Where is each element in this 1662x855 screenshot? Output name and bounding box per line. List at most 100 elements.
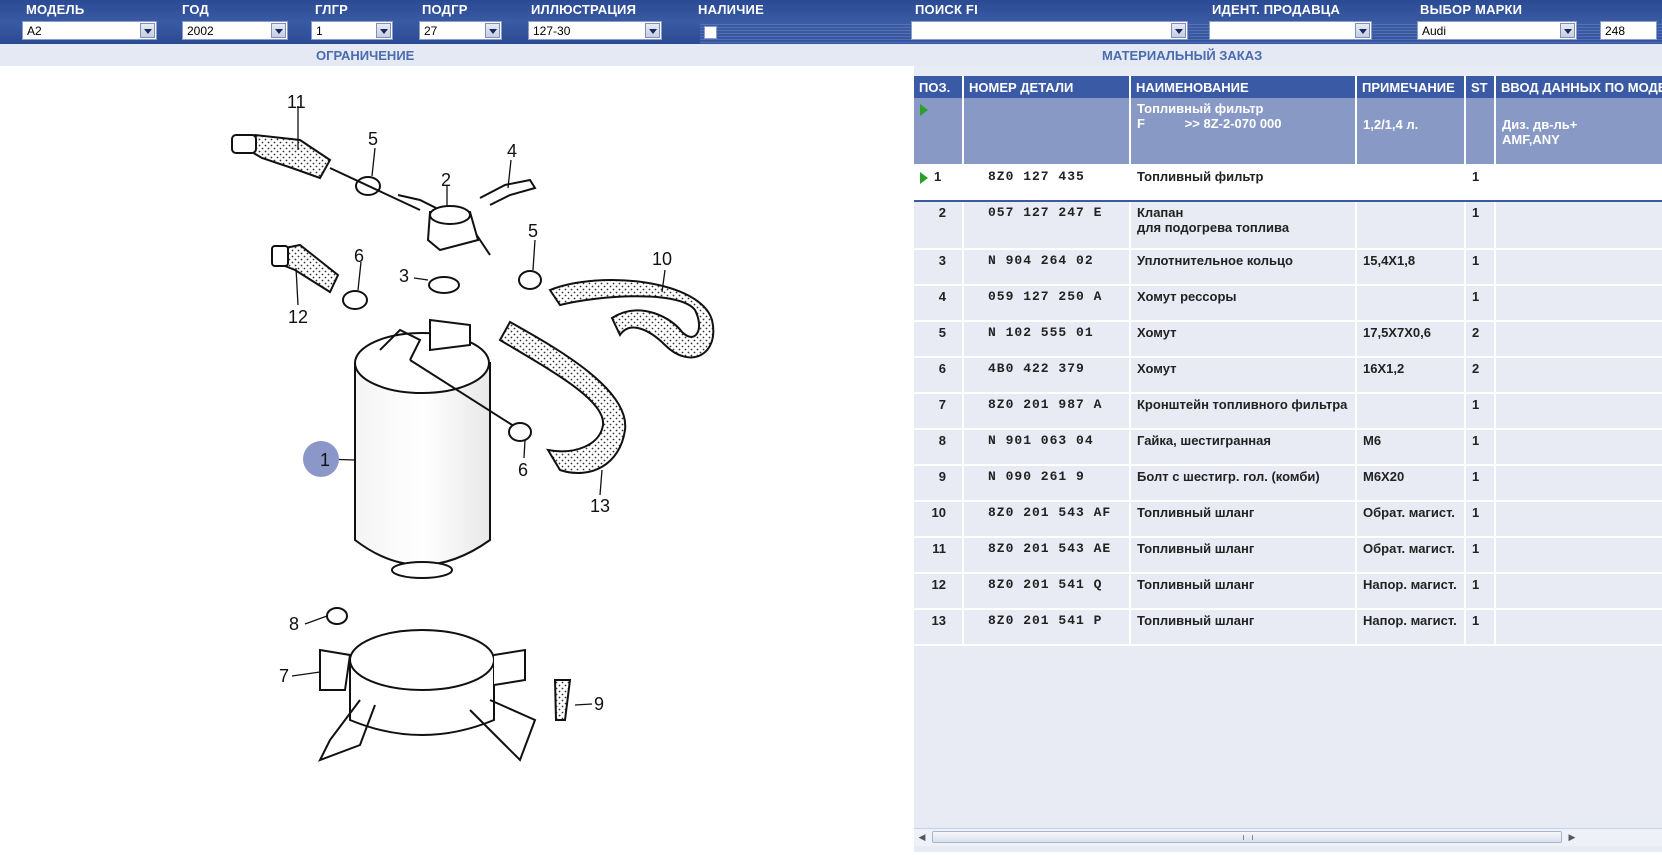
cell-note: M6X20 bbox=[1356, 465, 1466, 502]
chevron-down-icon[interactable] bbox=[1560, 23, 1575, 38]
cell-name-text: Уплотнительное кольцо bbox=[1137, 253, 1293, 268]
cell-name: Топливный шланг bbox=[1130, 609, 1357, 646]
cell-pos: 10 bbox=[914, 501, 964, 538]
cell-pos-text: 2 bbox=[938, 205, 946, 220]
col-note[interactable]: ПРИМЕЧАНИЕ bbox=[1356, 76, 1466, 98]
brand-value: Audi bbox=[1422, 24, 1447, 38]
callout-7[interactable]: 7 bbox=[279, 666, 289, 686]
chevron-down-icon[interactable] bbox=[140, 23, 155, 38]
cell-note-text: M6 bbox=[1363, 433, 1382, 448]
availability-checkbox[interactable] bbox=[704, 26, 717, 39]
cell-name: Болт с шестигр. гол. (комби) bbox=[1130, 465, 1357, 502]
cell-st: 1 bbox=[1465, 465, 1496, 502]
cell-pos-text: 9 bbox=[938, 469, 946, 484]
play-icon[interactable] bbox=[920, 103, 928, 116]
restriction-title[interactable]: ОГРАНИЧЕНИЕ bbox=[316, 48, 415, 63]
scrollbar-thumb[interactable] bbox=[932, 831, 1562, 843]
cell-part-number-text: 8Z0 201 541 Q bbox=[988, 577, 1103, 592]
cell-st-text: 1 bbox=[1472, 433, 1480, 448]
chevron-down-icon[interactable] bbox=[376, 23, 391, 38]
cell-model-data bbox=[1495, 465, 1662, 502]
chevron-down-icon[interactable] bbox=[1355, 23, 1370, 38]
callout-11[interactable]: 11 bbox=[287, 92, 306, 112]
col-name[interactable]: НАИМЕНОВАНИЕ bbox=[1130, 76, 1357, 98]
col-pos[interactable]: ПОЗ. bbox=[914, 76, 964, 98]
brand-select[interactable]: Audi bbox=[1417, 21, 1577, 40]
sub-group-select[interactable]: 27 bbox=[419, 21, 502, 40]
cell-part-number: 057 127 247 E bbox=[963, 201, 1131, 250]
col-part-number[interactable]: НОМЕР ДЕТАЛИ bbox=[963, 76, 1131, 98]
callout-6b[interactable]: 6 bbox=[518, 460, 528, 480]
cell-part-number: 8Z0 201 987 A bbox=[963, 393, 1131, 430]
chevron-down-icon[interactable] bbox=[485, 23, 500, 38]
cell-st: 2 bbox=[1465, 357, 1496, 394]
cell-pos: 6 bbox=[914, 357, 964, 394]
callout-6a[interactable]: 6 bbox=[354, 246, 364, 266]
play-icon[interactable] bbox=[920, 171, 928, 184]
cell-name: Хомут bbox=[1130, 357, 1357, 394]
col-st[interactable]: ST bbox=[1465, 76, 1496, 98]
scroll-right-icon[interactable]: ▶ bbox=[1568, 832, 1576, 842]
cell-note-text: 16X1,2 bbox=[1363, 361, 1405, 376]
cell-pos-text: 4 bbox=[938, 289, 946, 304]
main-group-select[interactable]: 1 bbox=[311, 21, 393, 40]
callout-1[interactable]: 1 bbox=[320, 450, 330, 470]
callout-highlight[interactable] bbox=[303, 441, 339, 477]
brand-code-field[interactable]: 248 bbox=[1600, 21, 1657, 40]
callout-9[interactable]: 9 bbox=[594, 694, 604, 714]
callout-4[interactable]: 4 bbox=[507, 141, 517, 161]
seller-id-select[interactable] bbox=[1209, 21, 1372, 40]
cell-note-text: Обрат. магист. bbox=[1363, 541, 1455, 556]
callout-10[interactable]: 10 bbox=[652, 249, 672, 269]
cell-part-number: N 102 555 01 bbox=[963, 321, 1131, 358]
col-model-data[interactable]: ВВОД ДАННЫХ ПО МОДЕЛИ bbox=[1495, 76, 1662, 98]
cell-model-data bbox=[1495, 285, 1662, 322]
illustration-select[interactable]: 127-30 bbox=[528, 21, 662, 40]
cell-part-number-text: N 901 063 04 bbox=[988, 433, 1094, 448]
cell-st: 1 bbox=[1465, 501, 1496, 538]
cell-st-text: 1 bbox=[1472, 577, 1480, 592]
cell-pos: 12 bbox=[914, 573, 964, 610]
chevron-down-icon[interactable] bbox=[1171, 23, 1186, 38]
cell-model-data bbox=[1495, 201, 1662, 250]
model-select[interactable]: A2 bbox=[22, 21, 157, 40]
info-note: 1,2/1,4 л. bbox=[1363, 117, 1419, 132]
cell-name-text: Топливный шланг bbox=[1137, 505, 1255, 520]
info-model-cell: Диз. дв-ль+AMF,ANY bbox=[1495, 98, 1662, 166]
cell-name-text: Кронштейн топливного фильтра bbox=[1137, 397, 1348, 412]
callout-5a[interactable]: 5 bbox=[368, 129, 378, 149]
callout-2[interactable]: 2 bbox=[441, 170, 451, 190]
year-select[interactable]: 2002 bbox=[182, 21, 288, 40]
callout-5b[interactable]: 5 bbox=[528, 221, 538, 241]
chevron-down-icon[interactable] bbox=[271, 23, 286, 38]
cell-part-number: N 904 264 02 bbox=[963, 249, 1131, 286]
callout-13[interactable]: 13 bbox=[590, 496, 610, 516]
chevron-down-icon[interactable] bbox=[645, 23, 660, 38]
cell-st: 1 bbox=[1465, 201, 1496, 250]
horizontal-scrollbar[interactable]: ◀ ▶ bbox=[914, 828, 1662, 846]
cell-name: Гайка, шестигранная bbox=[1130, 429, 1357, 466]
cell-pos: 9 bbox=[914, 465, 964, 502]
model-value: A2 bbox=[27, 24, 42, 38]
callout-12[interactable]: 12 bbox=[288, 307, 308, 327]
callout-3[interactable]: 3 bbox=[399, 266, 409, 286]
callout-8[interactable]: 8 bbox=[289, 614, 299, 634]
scroll-left-icon[interactable]: ◀ bbox=[918, 832, 926, 842]
info-st-cell bbox=[1465, 98, 1496, 166]
search-fi-input[interactable] bbox=[911, 21, 1188, 40]
